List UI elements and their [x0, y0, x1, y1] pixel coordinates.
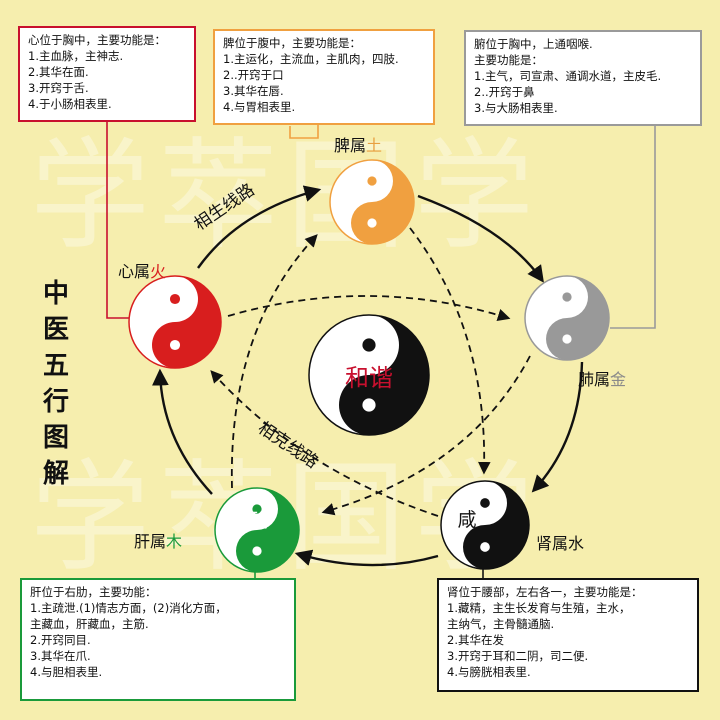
info-line: 1.藏精，主生长发育与生殖，主水，	[447, 601, 631, 615]
side-title-char: 解	[42, 459, 69, 489]
dash-earth-water	[409, 227, 491, 475]
info-box-spleen: 脾位于腹中，主要功能是： 1.主运化，主流血，主肌肉，四肢. 2..开窍于口 3…	[213, 29, 435, 125]
side-title: 中 医 五 行 图 解	[36, 276, 76, 492]
info-line: 4.与胃相表里.	[223, 100, 296, 114]
label-heart-organ: 心属	[118, 262, 151, 281]
connector-heart	[106, 122, 130, 319]
info-line: 3.其华在唇.	[223, 84, 284, 98]
taste-wood: 酸	[248, 510, 267, 532]
info-line: 肾位于腰部，左右各一，主要功能是：	[447, 585, 643, 599]
info-line: 1.主血脉，主神志.	[28, 49, 124, 63]
label-spleen-organ: 脾属	[334, 136, 367, 155]
side-title-char: 行	[42, 387, 69, 417]
label-spleen: 脾属土	[334, 132, 382, 156]
taiji-fire	[128, 275, 222, 369]
info-box-lung: 腑位于胸中，上通咽喉. 主要功能是： 1.主气，司宣肃、通调水道，主皮毛. 2.…	[464, 30, 702, 126]
info-line: 2.其华在面.	[28, 65, 89, 79]
label-spleen-element: 土	[366, 136, 383, 155]
label-lung: 肺属金	[578, 366, 626, 390]
taiji-wood	[214, 487, 300, 573]
info-line: 3.开窍于舌.	[28, 81, 89, 95]
label-kidney-element: 水	[568, 534, 585, 553]
taste-metal: 辣	[543, 301, 562, 323]
info-box-liver: 肝位于右肋，主要功能： 1.主疏泄.(1)情志方面，(2)消化方面， 主藏血，肝…	[20, 578, 296, 701]
taste-fire: 苦	[149, 305, 168, 327]
connector-lung	[610, 126, 656, 329]
dash-fire-metal	[227, 295, 511, 322]
info-line: 2..开窍于鼻	[474, 85, 535, 99]
info-line: 1.主气，司宣肃、通调水道，主皮毛.	[474, 69, 662, 83]
arrow-earth-metal	[417, 194, 544, 283]
taiji-water	[440, 480, 530, 570]
dash-metal-wood	[321, 355, 531, 516]
info-line: 4.与膀胱相表里.	[447, 665, 531, 679]
dash-wood-earth	[230, 234, 318, 489]
info-box-heart: 心位于胸中，主要功能是： 1.主血脉，主神志. 2.其华在面. 3.开窍于舌. …	[18, 26, 196, 122]
center-label: 和谐	[345, 364, 393, 392]
label-lung-organ: 肺属	[578, 370, 611, 389]
info-line: 脾位于腹中，主要功能是：	[223, 36, 361, 50]
info-line: 4.与胆相表里.	[30, 665, 103, 679]
info-line: 主要功能是：	[474, 53, 543, 67]
info-line: 1.主运化，主流血，主肌肉，四肢.	[223, 52, 399, 66]
label-liver-organ: 肝属	[134, 532, 167, 551]
side-title-char: 五	[42, 351, 69, 381]
taste-water: 咸	[457, 509, 476, 531]
label-lung-element: 金	[610, 370, 627, 389]
info-line: 主纳气，主骨髓通脑.	[447, 617, 555, 631]
info-line: 4.于小肠相表里.	[28, 97, 112, 111]
info-line: 3.开窍于耳和二阴，司二便.	[447, 649, 589, 663]
arrow-fire-earth	[197, 185, 322, 269]
info-line: 2.其华在发	[447, 633, 504, 647]
taiji-earth	[329, 159, 415, 245]
arrow-wood-fire	[152, 368, 213, 495]
info-line: 1.主疏泄.(1)情志方面，(2)消化方面，	[30, 601, 227, 615]
dash-water-fire	[210, 370, 439, 517]
info-box-kidney: 肾位于腰部，左右各一，主要功能是： 1.藏精，主生长发育与生殖，主水， 主纳气，…	[437, 578, 699, 692]
taiji-center	[308, 314, 430, 436]
label-liver: 肝属木	[134, 528, 182, 552]
side-title-char: 图	[42, 423, 69, 453]
label-heart-element: 火	[150, 262, 167, 281]
arrow-water-wood	[294, 549, 439, 567]
label-liver-element: 木	[166, 532, 183, 551]
info-line: 心位于胸中，主要功能是：	[28, 33, 166, 47]
connector-spleen	[289, 125, 319, 139]
info-line: 主藏血，肝藏血，主筋.	[30, 617, 149, 631]
info-line: 腑位于胸中，上通咽喉.	[474, 37, 593, 51]
label-kidney-organ: 肾属	[536, 534, 569, 553]
arrow-metal-water	[531, 361, 584, 493]
side-title-char: 中	[42, 279, 69, 309]
info-line: 2.开窍同目.	[30, 633, 91, 647]
info-line: 2..开窍于口	[223, 68, 284, 82]
label-kidney: 肾属水	[536, 530, 584, 554]
label-heart: 心属火	[118, 258, 166, 282]
info-line: 3.与大肠相表里.	[474, 101, 558, 115]
side-title-char: 医	[42, 315, 69, 345]
info-line: 3.其华在爪.	[30, 649, 91, 663]
info-line: 肝位于右肋，主要功能：	[30, 585, 157, 599]
taiji-metal	[524, 275, 610, 361]
taste-earth: 甜	[348, 173, 367, 195]
